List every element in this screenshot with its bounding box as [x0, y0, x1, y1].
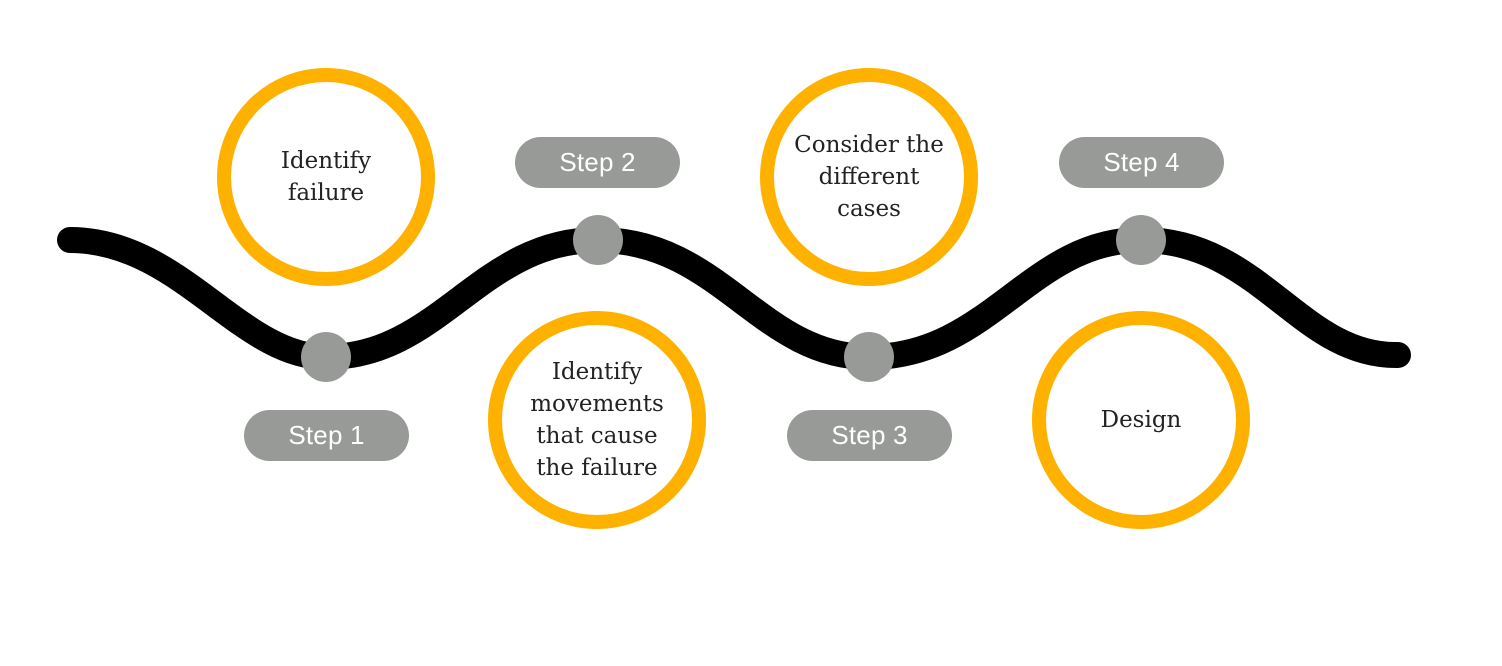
wave-path	[57, 226, 1411, 371]
step-4-circle: Design	[1032, 311, 1250, 529]
step-1-label: Step 1	[244, 410, 409, 461]
step-3-circle: Consider the different cases	[760, 68, 978, 286]
step-4-text: Design	[1100, 407, 1182, 433]
step-4-label: Step 4	[1059, 137, 1224, 188]
step-4-node	[1116, 215, 1166, 265]
step-3-node	[844, 332, 894, 382]
step-2-text: Identify movements that cause the failur…	[530, 359, 664, 481]
step-3-label: Step 3	[787, 410, 952, 461]
step-1-text: Identify failure	[280, 148, 372, 206]
step-3-text: Consider the different cases	[794, 132, 944, 222]
step-2-label: Step 2	[515, 137, 680, 188]
step-2-node	[573, 215, 623, 265]
step-1-circle: Identify failure	[217, 68, 435, 286]
step-1-node	[301, 332, 351, 382]
step-2-circle: Identify movements that cause the failur…	[488, 311, 706, 529]
